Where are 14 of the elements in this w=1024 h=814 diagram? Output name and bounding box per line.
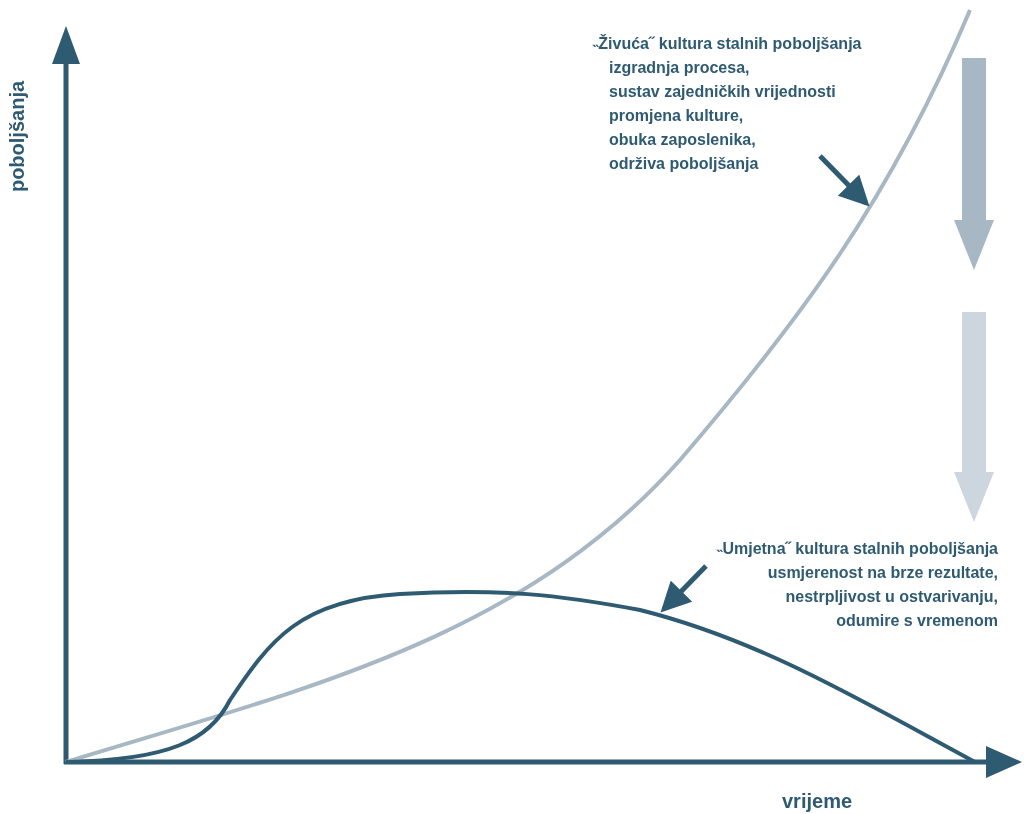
list-item-text: odumire s vremenom xyxy=(835,611,998,631)
leader-arrow xyxy=(660,564,708,613)
list-item-text: promjena kulture, xyxy=(608,106,745,126)
axis-label: poboljšanja xyxy=(6,80,30,193)
heading-text: ˵Umjetna˝ kultura stalnih poboljšanja xyxy=(717,539,998,559)
leader-arrow xyxy=(818,154,870,207)
heading-text: ˵Živuća˝ kultura stalnih poboljšanja xyxy=(593,33,862,54)
list-item-text: sustav zajedničkih vrijednosti xyxy=(608,82,837,102)
list-item-text: usmjerenost na brze rezultate, xyxy=(766,563,998,583)
list-item-text: nestrpljivost u ostvarivanju, xyxy=(784,587,998,607)
list-item-text: održiva poboljšanja xyxy=(608,154,760,174)
list-item-text: izgradnja procesa, xyxy=(608,58,751,78)
list-item-text: obuka zaposlenika, xyxy=(608,130,757,150)
axis-label: vrijeme xyxy=(782,790,853,813)
